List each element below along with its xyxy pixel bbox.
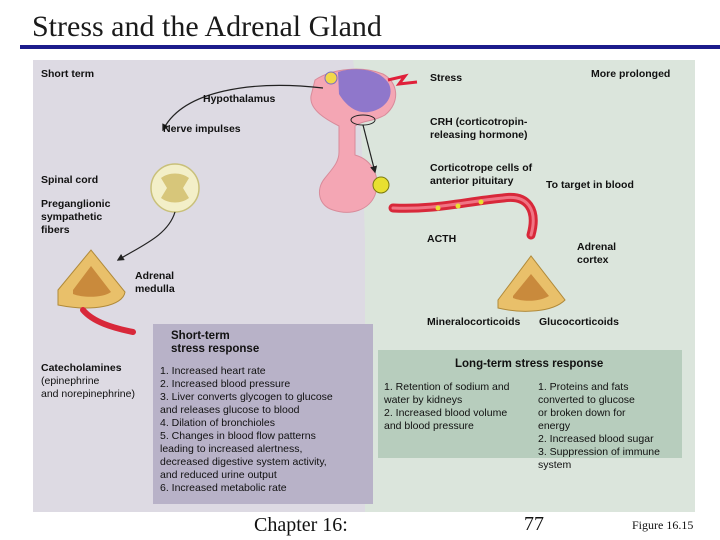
- label-acth: ACTH: [427, 233, 457, 245]
- figure-artwork: [33, 60, 695, 512]
- long-term-box-title: Long-term stress response: [455, 358, 604, 370]
- short-term-box-title-1: Short-term: [171, 330, 230, 342]
- label-stress: Stress: [430, 72, 463, 84]
- label-nerve-impulses: Nerve impulses: [163, 123, 241, 135]
- blood-vessel-highlight: [391, 195, 535, 237]
- label-glucocorticoids: Glucocorticoids: [539, 316, 619, 328]
- section-more-prolonged: More prolonged: [591, 68, 671, 80]
- label-preganglionic-2: sympathetic: [41, 211, 103, 223]
- footer-figure-ref: Figure 16.15: [632, 518, 694, 532]
- short-term-line: 4. Dilation of bronchioles: [160, 417, 275, 429]
- long-term-gluco-line: energy: [538, 420, 571, 432]
- short-term-line: 2. Increased blood pressure: [160, 378, 291, 390]
- nerve-path-arrow: [116, 211, 176, 261]
- label-preganglionic-1: Preganglionic: [41, 198, 111, 210]
- stress-adrenal-figure: Short term More prolonged Stress Hypotha…: [33, 60, 695, 512]
- label-adrenal-medulla-1: Adrenal: [135, 270, 175, 282]
- acth-particle: [435, 205, 441, 211]
- label-catecholamines-3: and norepinephrine): [41, 388, 135, 400]
- nerve-path-arrow: [162, 84, 324, 132]
- short-term-box: [153, 324, 373, 504]
- long-term-gluco-line: system: [538, 459, 572, 471]
- footer-page-number: 77: [524, 513, 544, 535]
- neuron-cell-icon: [324, 71, 338, 85]
- label-spinal-cord: Spinal cord: [41, 174, 99, 186]
- adrenal-vein: [80, 307, 136, 335]
- short-term-line: and reduced urine output: [160, 469, 277, 481]
- long-term-mineral-line: and blood pressure: [384, 420, 474, 432]
- label-crh-1: CRH (corticotropin-: [430, 116, 528, 128]
- label-preganglionic-3: fibers: [41, 224, 70, 236]
- label-crh-2: releasing hormone): [430, 129, 528, 141]
- long-term-mineral-line: 1. Retention of sodium and: [384, 381, 510, 393]
- short-term-line: 6. Increased metabolic rate: [160, 482, 287, 494]
- label-adrenal-cortex-2: cortex: [577, 254, 609, 266]
- short-term-line: and releases glucose to blood: [160, 404, 300, 416]
- crh-arrow: [362, 124, 378, 174]
- stress-bolt-icon: [387, 73, 418, 86]
- short-term-line: 3. Liver converts glycogen to glucose: [160, 391, 333, 403]
- long-term-gluco-line: 3. Suppression of immune: [538, 446, 660, 458]
- label-corticotrope-2: anterior pituitary: [430, 175, 514, 187]
- label-adrenal-medulla-2: medulla: [135, 283, 175, 295]
- short-term-box-title-2: stress response: [171, 343, 260, 355]
- section-short-term: Short term: [41, 68, 95, 80]
- slide-title: Stress and the Adrenal Gland: [32, 10, 382, 43]
- label-catecholamines-2: (epinephrine: [41, 375, 100, 387]
- acth-particle: [455, 203, 461, 209]
- long-term-gluco-line: or broken down for: [538, 407, 626, 419]
- corticotrope-cell-icon: [372, 176, 390, 194]
- adrenal-cortex-inner-icon: [513, 274, 549, 301]
- long-term-box: [378, 350, 682, 458]
- title-rule: [20, 45, 720, 49]
- footer-chapter: Chapter 16:: [254, 514, 348, 536]
- short-term-line: 1. Increased heart rate: [160, 365, 266, 377]
- long-term-mineral-line: water by kidneys: [384, 394, 463, 406]
- label-mineralocorticoids: Mineralocorticoids: [427, 316, 521, 328]
- adrenal-medulla-icon: [73, 266, 111, 297]
- short-term-line: decreased digestive system activity,: [160, 456, 327, 468]
- long-term-mineral-line: 2. Increased blood volume: [384, 407, 508, 419]
- long-term-gluco-line: 1. Proteins and fats: [538, 381, 629, 393]
- label-hypothalamus: Hypothalamus: [203, 93, 276, 105]
- label-adrenal-cortex-1: Adrenal: [577, 241, 617, 253]
- label-to-target: To target in blood: [546, 179, 634, 191]
- short-term-line: 5. Changes in blood flow patterns: [160, 430, 316, 442]
- hypothalamus-highlight: [338, 69, 391, 113]
- short-term-line: leading to increased alertness,: [160, 443, 303, 455]
- acth-particle: [478, 199, 484, 205]
- label-corticotrope-1: Corticotrope cells of: [430, 162, 533, 174]
- label-catecholamines-1: Catecholamines: [41, 362, 122, 374]
- spinal-cord-grey-matter: [161, 173, 189, 203]
- long-term-gluco-line: 2. Increased blood sugar: [538, 433, 654, 445]
- long-term-gluco-line: converted to glucose: [538, 394, 635, 406]
